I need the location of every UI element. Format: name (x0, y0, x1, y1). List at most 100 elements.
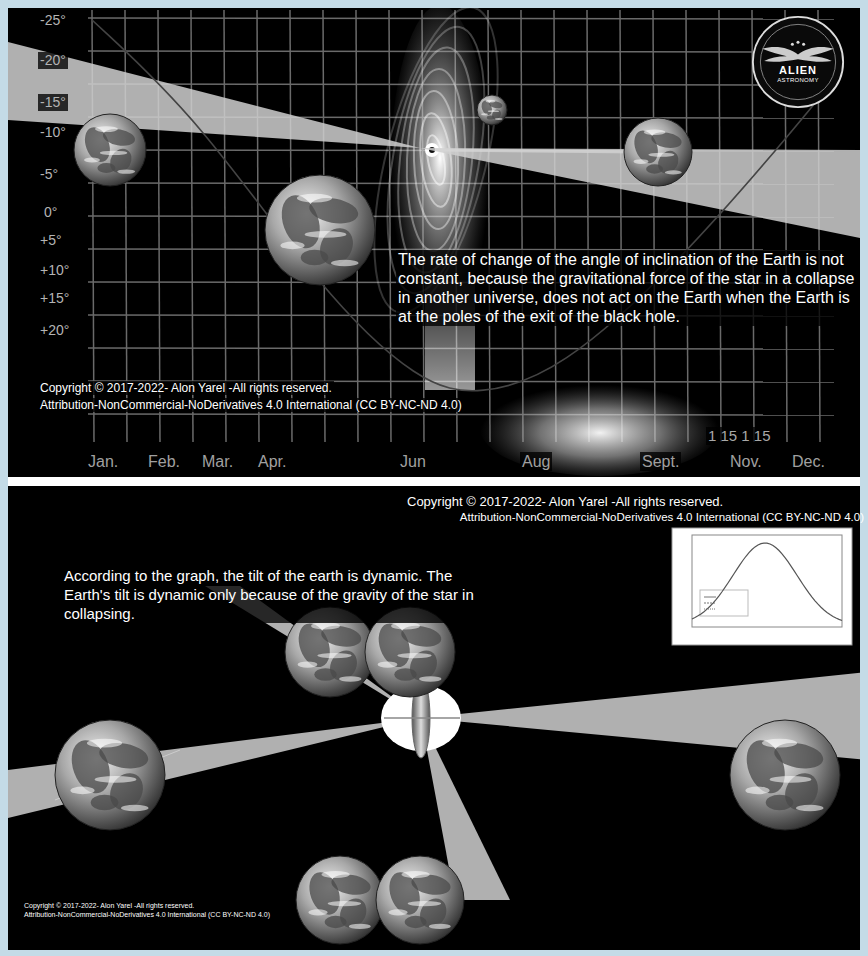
chart-curve (692, 543, 842, 620)
continent (91, 795, 119, 810)
logo-wing (762, 47, 798, 62)
tilt-curve (92, 20, 832, 391)
earth-rim (477, 95, 507, 125)
earth-rim (376, 856, 464, 944)
month-label: Aug (520, 452, 552, 471)
grid-line (191, 10, 193, 442)
cloud (297, 194, 332, 203)
grid-line (88, 18, 834, 19)
cloud (770, 776, 812, 783)
grid-line (752, 10, 754, 442)
cloud (745, 787, 769, 795)
note-text: According to the graph, the tilt of the … (62, 566, 498, 623)
grid-line (554, 10, 556, 442)
logo-star (791, 43, 794, 46)
continent (646, 164, 663, 174)
continent (766, 795, 794, 810)
cloud (328, 901, 361, 906)
cloud (634, 159, 649, 164)
note-text: The rate of change of the angle of incli… (396, 250, 860, 326)
axis-label: +15° (38, 290, 71, 307)
cloud (95, 126, 118, 132)
logo-inner-ring (760, 24, 835, 99)
cloud (665, 170, 682, 174)
logo-star (802, 43, 805, 46)
axis-label: -5° (38, 166, 60, 183)
cloud (397, 653, 431, 658)
attribution-text: Attribution-NonCommercial-NoDerivatives … (250, 511, 866, 525)
cloud (488, 110, 499, 112)
axis-label: -10° (38, 124, 68, 141)
axis-label: -20° (38, 52, 68, 69)
grid-line (488, 10, 490, 442)
earth-rim (55, 720, 165, 830)
light-beam (420, 148, 860, 238)
month-label: Mar. (200, 452, 235, 471)
day-label: 1 15 1 15 (706, 427, 773, 445)
disk-axis (384, 717, 460, 719)
month-label: Nov. (728, 452, 764, 471)
earth-rim (265, 175, 375, 285)
grid-line (719, 10, 721, 442)
earth-globe (376, 856, 464, 944)
month-label: Jun (398, 452, 428, 471)
cloud (322, 871, 350, 878)
cloud (402, 871, 430, 878)
cloud (644, 130, 666, 135)
legend-sample (704, 609, 716, 610)
grid-line (257, 10, 259, 442)
axis-label: +20° (38, 322, 71, 339)
cloud (117, 169, 135, 173)
month-label: Feb. (146, 452, 182, 471)
inset-chart (672, 528, 852, 645)
spiral-arm (412, 90, 461, 229)
earth-globe (624, 118, 692, 186)
cloud (84, 158, 100, 163)
earth-body (624, 118, 692, 186)
copyright-text: Copyright © 2017-2022- Alon Yarel -All r… (22, 902, 196, 910)
month-label: Apr. (256, 452, 288, 471)
cloud (796, 805, 824, 812)
cloud (305, 231, 347, 238)
panel-separator (8, 477, 860, 486)
logo-wing (798, 47, 834, 62)
earth-body (55, 720, 165, 830)
earth-globe (730, 720, 840, 830)
earth-globe (74, 114, 146, 186)
continent (325, 916, 347, 928)
logo-outline (751, 15, 845, 109)
grid-line (158, 10, 160, 442)
spiral-arm (424, 134, 448, 186)
earth-body (477, 95, 507, 125)
cloud (308, 909, 327, 915)
cloud (762, 739, 797, 748)
cloud (311, 622, 340, 629)
cloud (378, 661, 398, 667)
continent (487, 115, 495, 119)
cloud (429, 924, 451, 929)
copyright-text: Copyright © 2017-2022- Alon Yarel -All r… (405, 494, 725, 510)
cloud (70, 787, 94, 795)
earth-body (74, 114, 146, 186)
continent (405, 916, 427, 928)
chart-axes (692, 535, 842, 627)
logo-badge: ALIENASTRONOMY (751, 15, 845, 109)
earth-body (730, 720, 840, 830)
axis-label: -15° (38, 94, 68, 111)
cloud (87, 739, 122, 748)
cloud (317, 653, 351, 658)
cloud (388, 909, 407, 915)
earth-body (296, 856, 384, 944)
grid-line (224, 10, 226, 442)
cloud (95, 776, 137, 783)
month-label: Dec. (790, 452, 827, 471)
continent (314, 668, 337, 681)
grid-line (587, 10, 589, 442)
exit-glow (480, 380, 720, 476)
logo-star (796, 41, 799, 44)
earth-rim (296, 856, 384, 944)
chart-frame (672, 528, 852, 645)
light-beam (8, 42, 420, 148)
cloud (495, 118, 503, 120)
